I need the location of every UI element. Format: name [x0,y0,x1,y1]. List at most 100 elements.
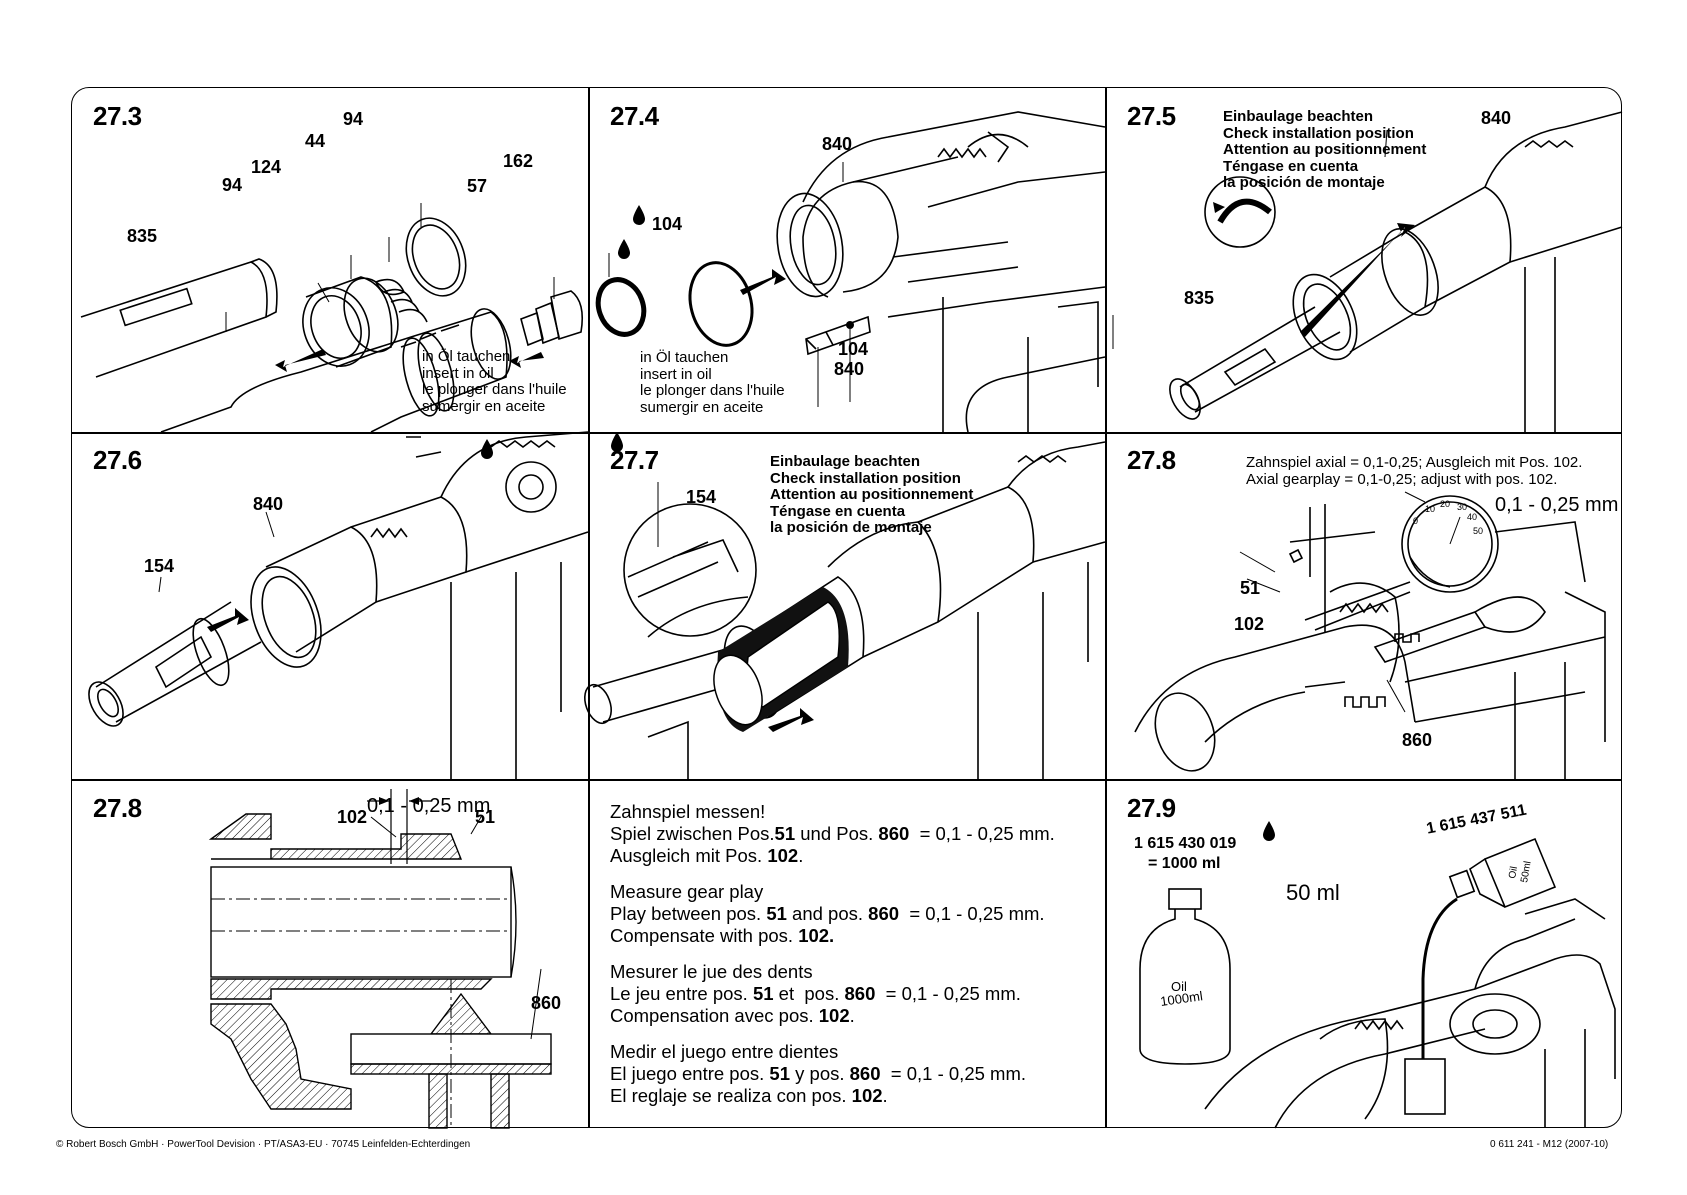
retaining-ring-illustration [88,431,589,779]
dial-scale-10: 10 [1425,504,1435,514]
panel-number: 27.5 [1127,101,1176,131]
callout-860: 860 [1402,730,1433,750]
callout-51: 51 [1240,578,1261,598]
grid-divider-h1 [71,432,1622,434]
callout-840: 840 [1481,108,1512,128]
panel-number: 27.8 [93,793,142,823]
gear-housing-illustration [611,111,1106,452]
dial-scale-0: 0 [1413,516,1418,526]
instruction-fragment: = 0,1 - 0,25 mm. [909,823,1055,844]
instruction-fragment: et pos. [773,983,845,1004]
instruction-fragment: und Pos. [795,823,879,844]
panel-gearplay-instructions: Zahnspiel messen!Spiel zwischen Pos.51 u… [588,779,1105,1128]
instruction-fragment: = 0,1 - 0,25 mm. [875,983,1021,1004]
instruction-fragment: 860 [868,903,900,924]
bottle-label-volume: 1000ml [1159,988,1203,1009]
panel-27-8-dial: 27.8 Zahnspiel axial = 0,1-0,25; Ausglei… [1105,432,1622,779]
grid-divider-h2 [71,779,1622,781]
grid-divider-v2 [1105,87,1107,1128]
instruction-fragment: y pos. [790,1063,850,1084]
callout-94: 94 [222,175,243,195]
instruction-fragment: El juego entre pos. [610,1063,770,1084]
instruction-fragment: 51 [769,1063,790,1084]
instruction-title: Medir el juego entre dientes [610,1041,839,1062]
instruction-fragment: 860 [849,1063,881,1084]
instruction-fragment: = 0,1 - 0,25 mm. [899,903,1045,924]
panel-27-3: 27.3 [71,87,647,459]
small-bottle-label-oil: Oil [1507,866,1520,880]
callout-835: 835 [1184,288,1215,308]
bottle-label-oil: Oil [1171,979,1187,994]
panel-27-6: 27.6 840 154 [71,431,589,779]
dial-scale-20: 20 [1440,499,1450,509]
barrel-assembly-illustration [80,203,647,459]
instruction-block: Zahnspiel messen!Spiel zwischen Pos.51 u… [610,801,1090,867]
spindle-insertion-illustration [1112,111,1623,432]
instruction-title: Zahnspiel messen! [610,801,766,822]
callout-94-top: 94 [343,109,364,129]
instruction-fragment: 102 [767,845,799,866]
panel-number: 27.7 [610,445,659,475]
instruction-text: Zahnspiel messen!Spiel zwischen Pos.51 u… [610,801,1090,1121]
instruction-title: Mesurer le jue des dents [610,961,813,982]
dial-gauge-illustration: 0 10 20 30 40 50 [1134,491,1606,779]
instruction-fragment: 51 [766,903,787,924]
instruction-fragment: = 0,1 - 0,25 mm. [880,1063,1027,1084]
gearplay-tolerance: 0,1 - 0,25 mm [367,795,491,817]
oil-1000-part-number: 1 615 430 019 [1134,835,1237,852]
instruction-fragment: Compensate with pos. [610,925,799,946]
small-bottle-label-volume: 50ml [1519,860,1534,883]
panel-number: 27.6 [93,445,142,475]
instruction-fragment: and pos. [786,903,869,924]
instruction-fragment: Spiel zwischen Pos. [610,823,775,844]
instruction-fragment: 102. [798,925,835,946]
gearplay-german: Zahnspiel axial = 0,1-0,25; Ausgleich mi… [1246,454,1583,471]
callout-835: 835 [127,226,158,246]
callout-102: 102 [337,807,368,827]
instruction-fragment: 51 [752,983,774,1004]
callout-104: 104 [838,339,869,359]
instruction-fragment: 102 [818,1005,850,1026]
panel-number: 27.4 [610,101,659,131]
callout-860: 860 [531,993,562,1013]
instruction-fragment: Ausgleich mit Pos. [610,845,768,866]
tool-insertion-illustration [584,441,1106,779]
instruction-fragment: Compensation avec pos. [610,1005,819,1026]
oil-filling-illustration: Oil 1000ml Oil 50ml [1139,821,1616,1129]
callout-162: 162 [503,151,534,171]
callout-44: 44 [305,131,326,151]
oil-amount: 50 ml [1286,880,1340,905]
instruction-fragment: 860 [878,823,910,844]
instruction-fragment: . [849,1005,855,1026]
dial-scale-50: 50 [1473,526,1483,536]
callout-840: 840 [253,494,284,514]
instruction-fragment: 51 [774,823,796,844]
footer-copyright: © Robert Bosch GmbH · PowerTool Devision… [56,1139,471,1150]
instruction-fragment: El reglaje se realiza con pos. [610,1085,852,1106]
callout-57: 57 [467,176,488,196]
page-frame [71,87,1622,1128]
oil-1000-volume: = 1000 ml [1148,855,1221,872]
callout-124: 124 [251,157,282,177]
instruction-fragment: . [882,1085,888,1106]
instruction-fragment: Play between pos. [610,903,767,924]
instruction-fragment: 860 [844,983,876,1004]
callout-840-top: 840 [822,134,853,154]
panel-number: 27.8 [1127,445,1176,475]
footer-document-number: 0 611 241 - M12 (2007-10) [1490,1139,1609,1150]
dial-scale-30: 30 [1457,502,1467,512]
grid-divider-v1 [588,87,590,1128]
callout-104-oring: 104 [652,214,683,234]
callout-154: 154 [686,487,717,507]
gearplay-english: Axial gearplay = 0,1-0,25; adjust with p… [1246,471,1558,488]
instruction-title: Measure gear play [610,881,764,902]
gearplay-tolerance: 0,1 - 0,25 mm [1495,494,1619,516]
callout-840: 840 [834,359,865,379]
